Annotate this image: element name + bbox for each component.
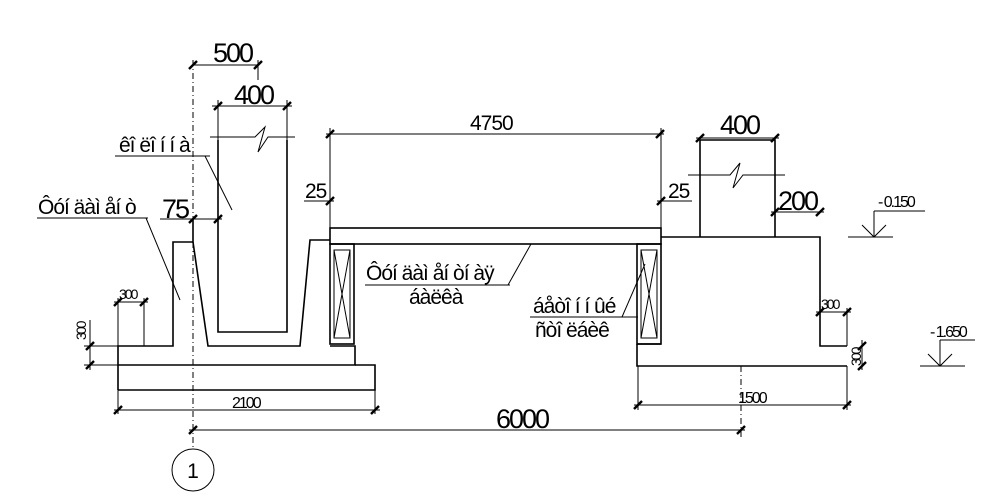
beam-label-line2: áàëêà (409, 286, 464, 309)
dim-25-left-label: 25 (305, 180, 327, 203)
level-lower-label: - 1.650 (930, 324, 968, 341)
dim-300-sr-tick-a (857, 341, 867, 351)
left-wall-pier-outline (192, 239, 330, 347)
axis-marker-circle (171, 448, 215, 492)
left-foundation-outline (117, 220, 194, 385)
left-brick-column (329, 243, 355, 345)
right-brick-inner (640, 249, 658, 339)
axis-marker-label: 1 (187, 460, 199, 483)
brick-label-line1: áåòî í í ûé (533, 295, 616, 318)
dim-6000-tick-b (736, 425, 746, 435)
foundation-left-leader (145, 217, 181, 301)
dim-500-tick-a (188, 60, 198, 70)
right-footing (636, 344, 847, 367)
dim-2100-label: 2100 (232, 395, 262, 412)
dim-300-sl-label: 300 (73, 320, 89, 340)
brick-label-leader (621, 263, 646, 318)
dim-75-tick-b (213, 214, 223, 224)
wall-label: êî ëî í í à (119, 134, 191, 157)
dim-300-sr-label: 300 (848, 346, 864, 366)
foundation-left-label: Ôóí äàì åí ò (38, 196, 136, 219)
dim-25-right-tick (656, 196, 666, 206)
right-wall-break (688, 162, 785, 189)
dim-1500-label: 1500 (738, 390, 768, 407)
dim-200-label: 200 (778, 186, 818, 216)
dim-400-right-tick-a (695, 133, 705, 143)
dim-4750-tick-b (655, 129, 665, 139)
dim-500-label: 500 (213, 38, 253, 68)
dim-400-right-tick-b (770, 133, 780, 143)
dim-200-tick-a (770, 207, 780, 217)
left-footing-step (118, 345, 356, 366)
dim-6000-label: 6000 (496, 404, 549, 434)
level-upper-label: - 0.150 (878, 194, 916, 211)
left-brick-inner (333, 249, 351, 339)
beam-label-line1: Ôóí äàì åí òí àÿ (366, 262, 495, 285)
dim-300-tr-tick-a (815, 307, 825, 317)
dim-25-right-label: 25 (668, 180, 690, 203)
foundation-beam (329, 227, 662, 245)
dim-400-right-label: 400 (720, 110, 760, 140)
dim-300-tr-label: 300 (821, 296, 841, 312)
dim-25-left-tick (325, 196, 335, 206)
dim-300-sr-tick-b (857, 361, 867, 371)
dim-75-tick-a (188, 214, 198, 224)
dim-4750-label: 4750 (470, 112, 513, 135)
right-brick-cross-b (640, 249, 658, 339)
brick-label-line2: ñòî ëáèê (535, 319, 609, 342)
dim-200-tick-b (815, 207, 825, 217)
left-brick-cross-b (333, 249, 351, 339)
left-footing-base (118, 364, 376, 391)
left-wall-break (210, 125, 295, 153)
right-foundation-outline (661, 236, 847, 347)
right-wall (699, 139, 776, 237)
dim-6000-tick-a (188, 425, 198, 435)
dim-75-label: 75 (162, 194, 189, 224)
wall-label-leader (204, 155, 233, 211)
dim-300-tl-label: 300 (119, 286, 139, 302)
dim-400-left-label: 400 (234, 80, 274, 110)
beam-label-leader (507, 243, 532, 286)
left-wall (217, 140, 288, 333)
